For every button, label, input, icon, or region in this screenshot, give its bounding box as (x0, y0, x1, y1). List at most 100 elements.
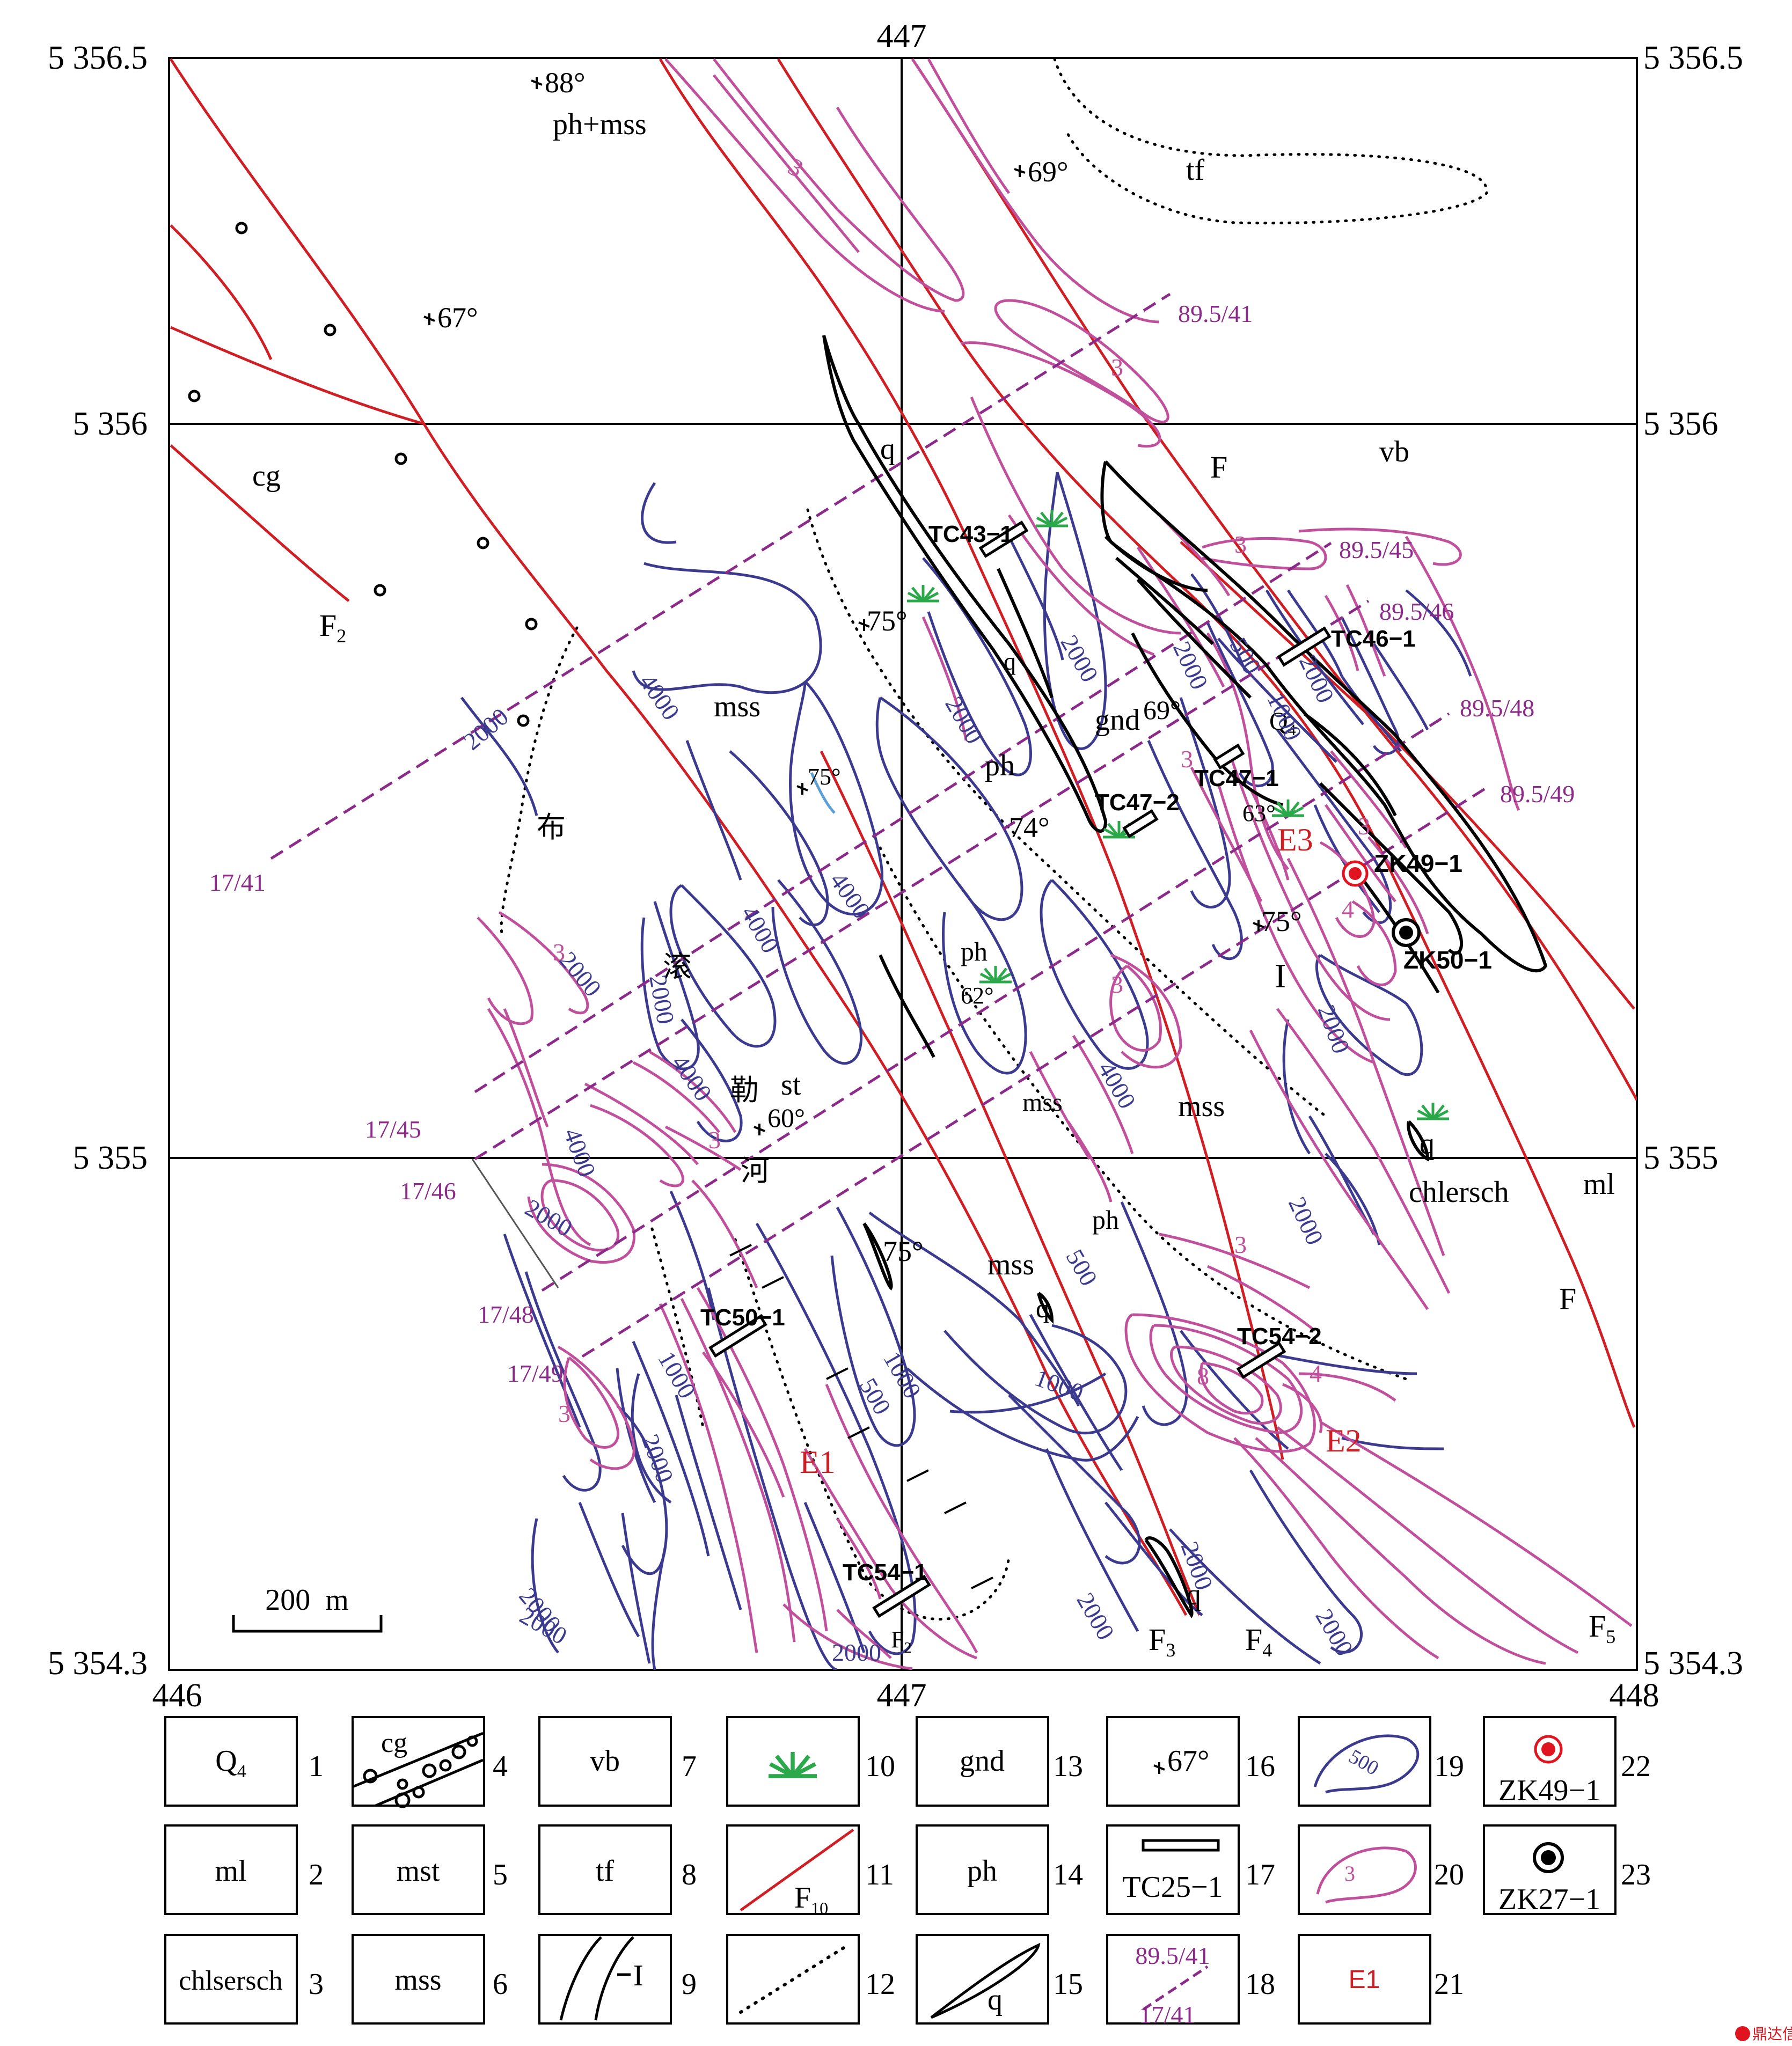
legend-label: 17/41 (1139, 2001, 1196, 2028)
dip-icon (1253, 920, 1264, 932)
trench-icon (1236, 1341, 1286, 1379)
dip-icon (1153, 1762, 1165, 1774)
legend-zone-symbol (559, 1936, 634, 2021)
anomaly-label: E2 (1326, 1423, 1362, 1458)
legend-number: 7 (682, 1750, 697, 1783)
dip-icon (1014, 165, 1026, 177)
contour-label: 2000 (458, 702, 514, 755)
contour-label: 1000 (653, 1347, 701, 1403)
legend-number: 18 (1245, 1968, 1275, 2001)
anomaly-labels: E1 E2 E3 (800, 822, 1362, 1480)
legend-number: 6 (493, 1968, 508, 2001)
contour-label: 4 (1342, 896, 1354, 923)
outcrop-icon (979, 966, 1012, 984)
contour-label: 2000 (832, 1639, 881, 1666)
left-y-label-4: 5 354.3 (48, 1645, 148, 1682)
drillhole-icon (1534, 1735, 1563, 1764)
unit-label: mss (1022, 1088, 1063, 1117)
trench-icon (1142, 1839, 1220, 1852)
unit-label: q (880, 432, 895, 466)
profile-label: 89.5/49 (1500, 780, 1575, 808)
contour-label: 3 (1111, 971, 1123, 998)
unit-label: ph (961, 936, 988, 966)
profile-label: 17/45 (365, 1116, 421, 1143)
legend: 1 2 3 4 5 6 7 8 9 10 11 12 13 14 15 16 1… (164, 1716, 1651, 2028)
legend-number: 12 (865, 1968, 895, 2001)
fault-label: F2 (891, 1626, 911, 1656)
trench-label: TC50−1 (700, 1304, 785, 1331)
watermark-text: 鼎达信 (1752, 2026, 1792, 2042)
unit-label: cg (252, 459, 281, 493)
drillhole-icon (1342, 860, 1369, 887)
profile-label: 17/49 (507, 1360, 564, 1387)
trench-icon (1122, 809, 1159, 838)
trench-icon (872, 1574, 931, 1618)
fault-label: F (1210, 450, 1227, 485)
dip-icon (531, 77, 543, 89)
legend-mag-contour (1313, 1734, 1420, 1794)
unit-label: chlersch (1409, 1176, 1509, 1209)
legend-number: 22 (1621, 1750, 1651, 1783)
fault-labels: F F2 F F3 F4 F5 F2 (319, 450, 1615, 1661)
fault-label: F (1559, 1281, 1576, 1316)
trench-icons (708, 520, 1332, 1618)
top-x-label: 447 (877, 18, 927, 55)
profile-label: 89.5/48 (1460, 694, 1534, 722)
bottom-x-label-447: 447 (877, 1677, 927, 1714)
contour-label: 4000 (559, 1125, 601, 1180)
right-y-label-4: 5 354.3 (1643, 1645, 1743, 1682)
legend-number: 2 (309, 1858, 324, 1891)
legend-number: 13 (1053, 1750, 1083, 1783)
outcrop-icon (1272, 800, 1304, 817)
dip-label: 75° (808, 764, 841, 790)
profile-label: 17/46 (400, 1177, 456, 1205)
drillhole-label: ZK50−1 (1403, 946, 1492, 974)
legend-number: 8 (682, 1858, 697, 1891)
contour-label: 3 (1358, 812, 1370, 840)
profile-label: 89.5/46 (1379, 598, 1454, 625)
dip-icons (423, 77, 1264, 1135)
outcrop-icon (769, 1752, 817, 1778)
river-label: 勒 (730, 1074, 759, 1106)
trench-icon (978, 520, 1029, 558)
trench-label: TC46−1 (1331, 626, 1416, 652)
legend-label: TC25−1 (1122, 1871, 1223, 1904)
legend-ip-contour (1316, 1846, 1417, 1904)
unit-label: tf (1186, 153, 1205, 187)
legend-label: ZK49−1 (1498, 1774, 1600, 1807)
contour-label: 3 (1234, 1231, 1247, 1258)
unit-label: ph+mss (553, 108, 647, 141)
profile-label: 17/48 (478, 1301, 534, 1328)
legend-fault-symbol (740, 1828, 854, 1912)
unit-label: ml (1583, 1168, 1615, 1201)
trench-label: TC54−2 (1237, 1323, 1322, 1350)
contour-label: 3 (553, 938, 565, 966)
profile-cap-line (471, 1158, 559, 1288)
legend-number: 17 (1245, 1858, 1275, 1891)
legend-label: mst (397, 1854, 440, 1888)
legend-boundary-symbol (739, 1944, 850, 2014)
dip-label: 69° (1028, 156, 1069, 188)
legend-label: I (633, 1959, 643, 1992)
profile-label: 17/41 (209, 869, 266, 896)
dip-label: 62° (961, 982, 994, 1009)
drillhole-labels: ZK49−1 ZK50−1 (1374, 849, 1492, 974)
unit-label: q (1420, 1127, 1435, 1161)
outcrop-icon (1036, 510, 1068, 527)
river-label: 布 (537, 811, 566, 844)
legend-number: 15 (1053, 1968, 1083, 2001)
drillhole-icon (1533, 1842, 1564, 1873)
legend-number: 1 (309, 1750, 324, 1783)
zone-ticks (729, 1244, 993, 1589)
conglomerate-pebbles (188, 222, 538, 727)
bottom-x-label-448: 448 (1610, 1677, 1659, 1714)
legend-label: chlsersch (179, 1966, 282, 1996)
legend-number: 3 (309, 1968, 324, 2001)
unit-label: ph (985, 749, 1015, 782)
dip-label: 74° (1009, 811, 1050, 844)
contour-label: 3 (784, 152, 808, 182)
contour-label: 2000 (1176, 1538, 1218, 1594)
contour-label: 3 (708, 1126, 721, 1154)
legend-number: 16 (1245, 1750, 1275, 1783)
